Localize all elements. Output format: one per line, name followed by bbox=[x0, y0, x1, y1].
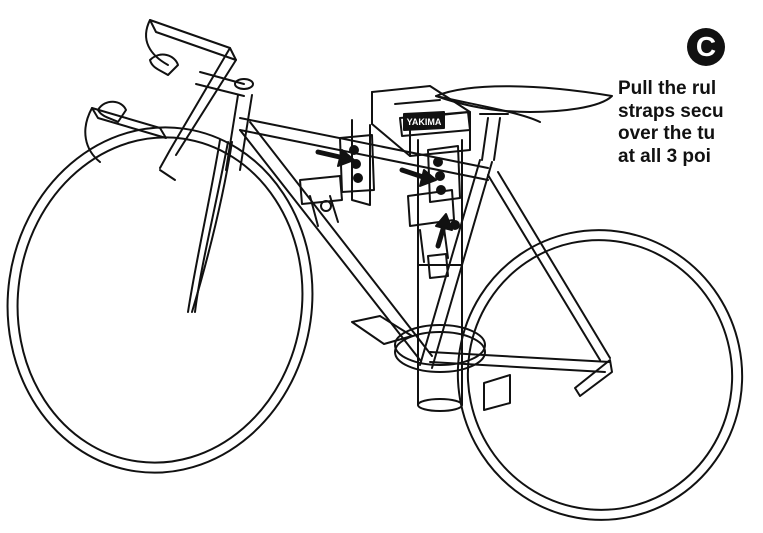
fork bbox=[188, 79, 253, 312]
instruction-line: over the tu bbox=[618, 123, 763, 146]
step-badge: C bbox=[687, 28, 725, 66]
handlebar bbox=[85, 20, 244, 180]
instruction-line: straps secu bbox=[618, 101, 763, 124]
arrow-icon bbox=[436, 214, 452, 246]
bike-frame bbox=[240, 118, 612, 396]
svg-text:YAKIMA: YAKIMA bbox=[407, 117, 442, 127]
instruction-line: Pull the rul bbox=[618, 78, 763, 101]
rear-wheel bbox=[431, 204, 763, 533]
yakima-logo: YAKIMA bbox=[404, 112, 444, 130]
rack-head bbox=[352, 86, 470, 205]
instruction-line: at all 3 poi bbox=[618, 146, 763, 169]
instruction-text: Pull the rul straps secu over the tu at … bbox=[618, 78, 763, 168]
